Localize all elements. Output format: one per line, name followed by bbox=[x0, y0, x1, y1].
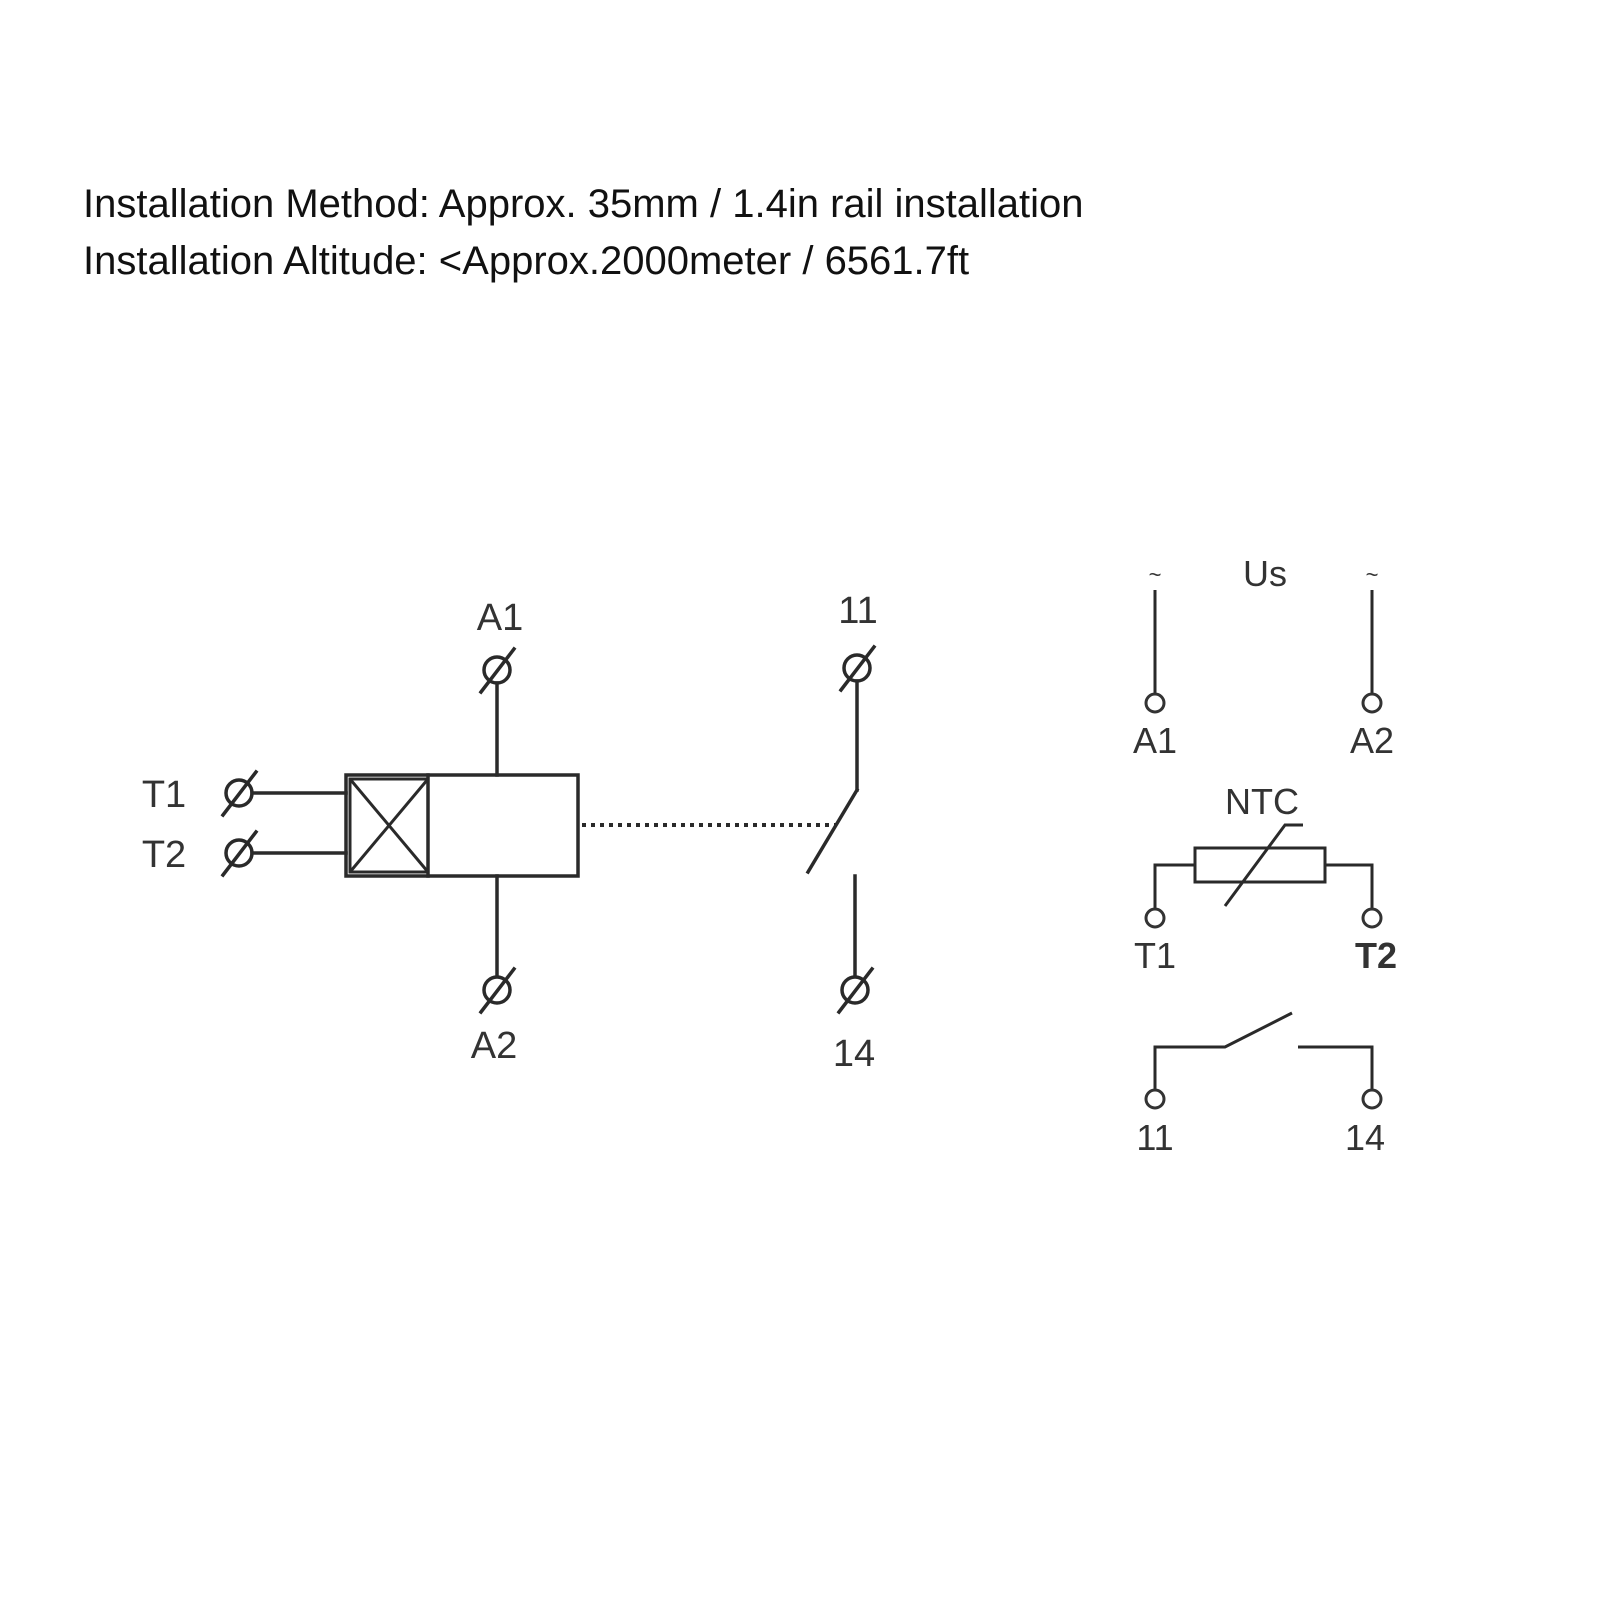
terminal-t1-circle bbox=[1144, 907, 1166, 929]
label-right-14: 14 bbox=[1345, 1117, 1385, 1158]
ntc-lead-t2 bbox=[1325, 863, 1374, 909]
relay-coil-box bbox=[344, 773, 580, 878]
installation-method-text: Installation Method: Approx. 35mm / 1.4i… bbox=[83, 182, 1084, 226]
ntc-lead-t1 bbox=[1153, 863, 1195, 909]
supply-symbol-right: ~ bbox=[1366, 562, 1379, 587]
ntc-variable-arrow bbox=[1223, 823, 1303, 907]
label-t2: T2 bbox=[142, 834, 186, 876]
label-contact-14: 14 bbox=[833, 1033, 875, 1075]
installation-altitude-text: Installation Altitude: <Approx.2000meter… bbox=[83, 239, 970, 283]
label-a1: A1 bbox=[477, 597, 523, 639]
terminal-a2-screw-icon bbox=[478, 966, 517, 1015]
label-right-t2: T2 bbox=[1355, 935, 1397, 976]
terminal-a2-circle bbox=[1361, 692, 1383, 714]
cross-line-2 bbox=[348, 778, 430, 873]
label-t1: T1 bbox=[142, 774, 186, 816]
terminal-t2-circle bbox=[1361, 907, 1383, 929]
terminal-a1-circle bbox=[1144, 692, 1166, 714]
terminal-11-circle bbox=[1144, 1088, 1166, 1110]
label-us: Us bbox=[1243, 553, 1287, 594]
label-right-t1: T1 bbox=[1134, 935, 1176, 976]
label-ntc: NTC bbox=[1225, 781, 1299, 822]
terminal-t1-screw-icon bbox=[220, 769, 259, 818]
relay-schematic: A1 A2 T1 T2 11 bbox=[142, 590, 878, 1075]
terminal-symbol-diagram: Us ~ ~ A1 A2 NTC T1 T2 11 14 bbox=[1133, 553, 1397, 1158]
label-right-a2: A2 bbox=[1350, 720, 1394, 761]
thermistor-input-box bbox=[348, 777, 430, 874]
label-right-11: 11 bbox=[1136, 1117, 1173, 1158]
installation-info: Installation Method: Approx. 35mm / 1.4i… bbox=[83, 176, 1084, 290]
label-a2: A2 bbox=[471, 1025, 517, 1067]
contact-14-lead bbox=[1298, 1045, 1374, 1090]
contact-11-switch bbox=[1153, 1011, 1293, 1090]
terminal-14-screw-icon bbox=[836, 966, 875, 1015]
label-contact-11: 11 bbox=[838, 590, 877, 632]
label-right-a1: A1 bbox=[1133, 720, 1177, 761]
switch-blade bbox=[805, 787, 860, 875]
supply-symbol-left: ~ bbox=[1149, 562, 1162, 587]
ntc-resistor-icon bbox=[1193, 846, 1327, 884]
terminal-14-circle bbox=[1361, 1088, 1383, 1110]
